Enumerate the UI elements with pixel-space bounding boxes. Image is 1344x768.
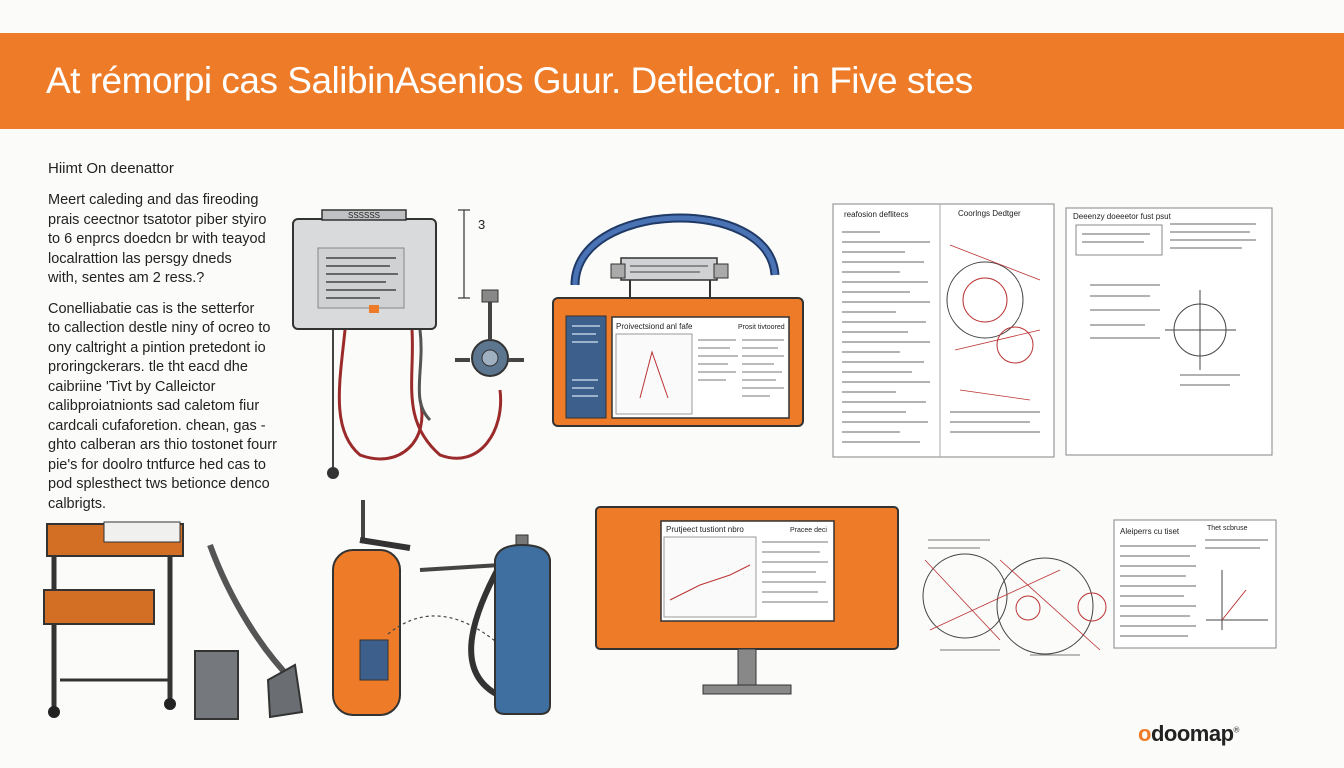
device-label: SSSSSS — [348, 211, 380, 220]
equipment-cart-illustration — [43, 521, 304, 720]
monitor-illustration: Prutjeect tustiont nbro Pracee deci — [595, 506, 899, 695]
monitor-screen-title: Prutjeect tustiont nbro — [666, 525, 744, 534]
brand-logo-text: doomap — [1150, 721, 1234, 746]
document-1-title: reafosion deflitecs — [844, 210, 908, 219]
document-3-title: Aleiperrs cu tiset — [1120, 527, 1180, 536]
brand-registered-mark: ® — [1233, 725, 1240, 735]
gas-cylinders-illustration — [332, 500, 551, 716]
calibration-document-2: Deeenzy doeeetor fust psut — [1065, 207, 1273, 456]
intro-paragraph-2: Conelliabatie cas is the setterfor to ca… — [48, 300, 277, 512]
document-2-title: Deeenzy doeeetor fust psut — [1073, 212, 1172, 221]
step-marker: 3 — [478, 217, 485, 232]
calibration-document-3: Aleiperrs cu tiset Thet scbruse — [1113, 519, 1277, 649]
title-banner: At rémorpi cas SalibinAsenios Guur. Detl… — [0, 33, 1344, 129]
screen-panel-subtitle: Prosit tivtoored — [738, 324, 785, 331]
intro-paragraph-1: Meert caleding and das fireoding prais c… — [48, 192, 267, 286]
calibration-station-illustration: Proivectsiond anl fafe Prosit tivtoored — [552, 213, 804, 427]
calibration-document-1: reafosion deflitecs Coorlngs Dedtger — [832, 203, 1055, 458]
page-title: At rémorpi cas SalibinAsenios Guur. Detl… — [46, 60, 973, 101]
document-3-subtitle: Thet scbruse — [1207, 525, 1248, 532]
brand-logo: odoomap® — [1138, 721, 1239, 747]
gas-detector-unit-illustration: SSSSSS 3 — [292, 209, 524, 479]
calibration-diagram-sketch — [922, 539, 1107, 656]
screen-panel-title: Proivectsiond anl fafe — [616, 322, 693, 331]
document-1-subtitle: Coorlngs Dedtger — [958, 209, 1021, 218]
brand-logo-accent: o — [1138, 721, 1151, 746]
intro-heading: Hiimt On deenattor — [48, 160, 174, 177]
monitor-screen-subtitle: Pracee deci — [790, 527, 827, 534]
intro-panel: Hiimt On deenattor Meert caleding and da… — [48, 160, 278, 514]
